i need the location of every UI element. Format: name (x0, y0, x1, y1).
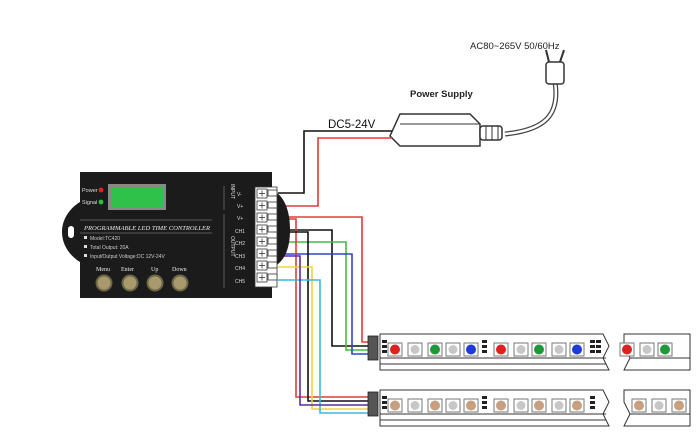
power-supply (389, 113, 503, 147)
ac-cable (504, 81, 559, 137)
wires (278, 130, 392, 414)
wire-v-plus-strip2 (278, 218, 372, 398)
spec-total-output: Total Output: 20A (90, 245, 129, 251)
button-menu-label: Menu (96, 267, 110, 273)
signal-led-icon (98, 199, 104, 205)
wire-ch4-strip2 (278, 266, 372, 410)
led-strip-white (367, 389, 691, 427)
rgb-led-chips (387, 342, 673, 357)
wire-ch3-strip2 (278, 255, 372, 406)
terminal-label-ch4: CH4 (235, 266, 245, 272)
wire-ch2-strip1 (278, 241, 372, 351)
up-button[interactable] (146, 274, 164, 292)
wire-ch1-strip2 (278, 231, 372, 402)
power-supply-label: Power Supply (410, 89, 474, 100)
wire-ch3-strip1 (278, 253, 372, 355)
ac-plug (504, 49, 565, 137)
terminal-label-input-v-minus: V- (237, 192, 242, 198)
strip1-connector (367, 335, 379, 361)
spec-model: Model:TC420 (90, 236, 120, 242)
wire-input-positive (278, 137, 392, 207)
wire-ch5-strip2 (278, 279, 372, 414)
terminal-label-ch3: CH3 (235, 254, 245, 260)
input-group-label: INPUT (229, 184, 235, 199)
button-up-label: Up (151, 267, 158, 273)
wire-ch1-strip1 (278, 229, 372, 347)
indicator-signal-label: Signal (82, 200, 97, 206)
terminal-label-ch2: CH2 (235, 241, 245, 247)
terminal-label-ch5: CH5 (235, 279, 245, 285)
enter-button[interactable] (121, 274, 139, 292)
wire-v-plus-strip1 (278, 216, 372, 343)
wire-input-negative (278, 130, 392, 194)
ac-input-label: AC80~265V 50/60Hz (470, 41, 560, 52)
terminal-label-input-v-plus: V+ (237, 204, 243, 210)
led-controller: Power Signal PROGRAMMABLE LED TIME CONTR… (62, 172, 290, 298)
strip2-connector (367, 391, 379, 417)
white-led-chips (387, 398, 687, 413)
output-group-label: OUTPUT (229, 236, 235, 257)
dc-output-label: DC5-24V (328, 119, 376, 131)
indicator-power-label: Power (82, 188, 98, 194)
terminal-label-output-v-plus: V+ (237, 216, 243, 222)
controller-title: PROGRAMMABLE LED TIME CONTROLLER (83, 226, 211, 232)
spec-voltage: Input/Output Voltage:DC 12V-24V (90, 254, 165, 260)
down-button[interactable] (171, 274, 189, 292)
power-led-icon (98, 187, 104, 193)
terminal-block (254, 186, 278, 288)
menu-button[interactable] (95, 274, 113, 292)
plug-body (545, 61, 565, 85)
button-enter-label: Enter (121, 267, 134, 273)
terminal-label-ch1: CH1 (235, 229, 245, 235)
led-strip-rgb (367, 333, 691, 371)
button-down-label: Down (172, 267, 187, 273)
